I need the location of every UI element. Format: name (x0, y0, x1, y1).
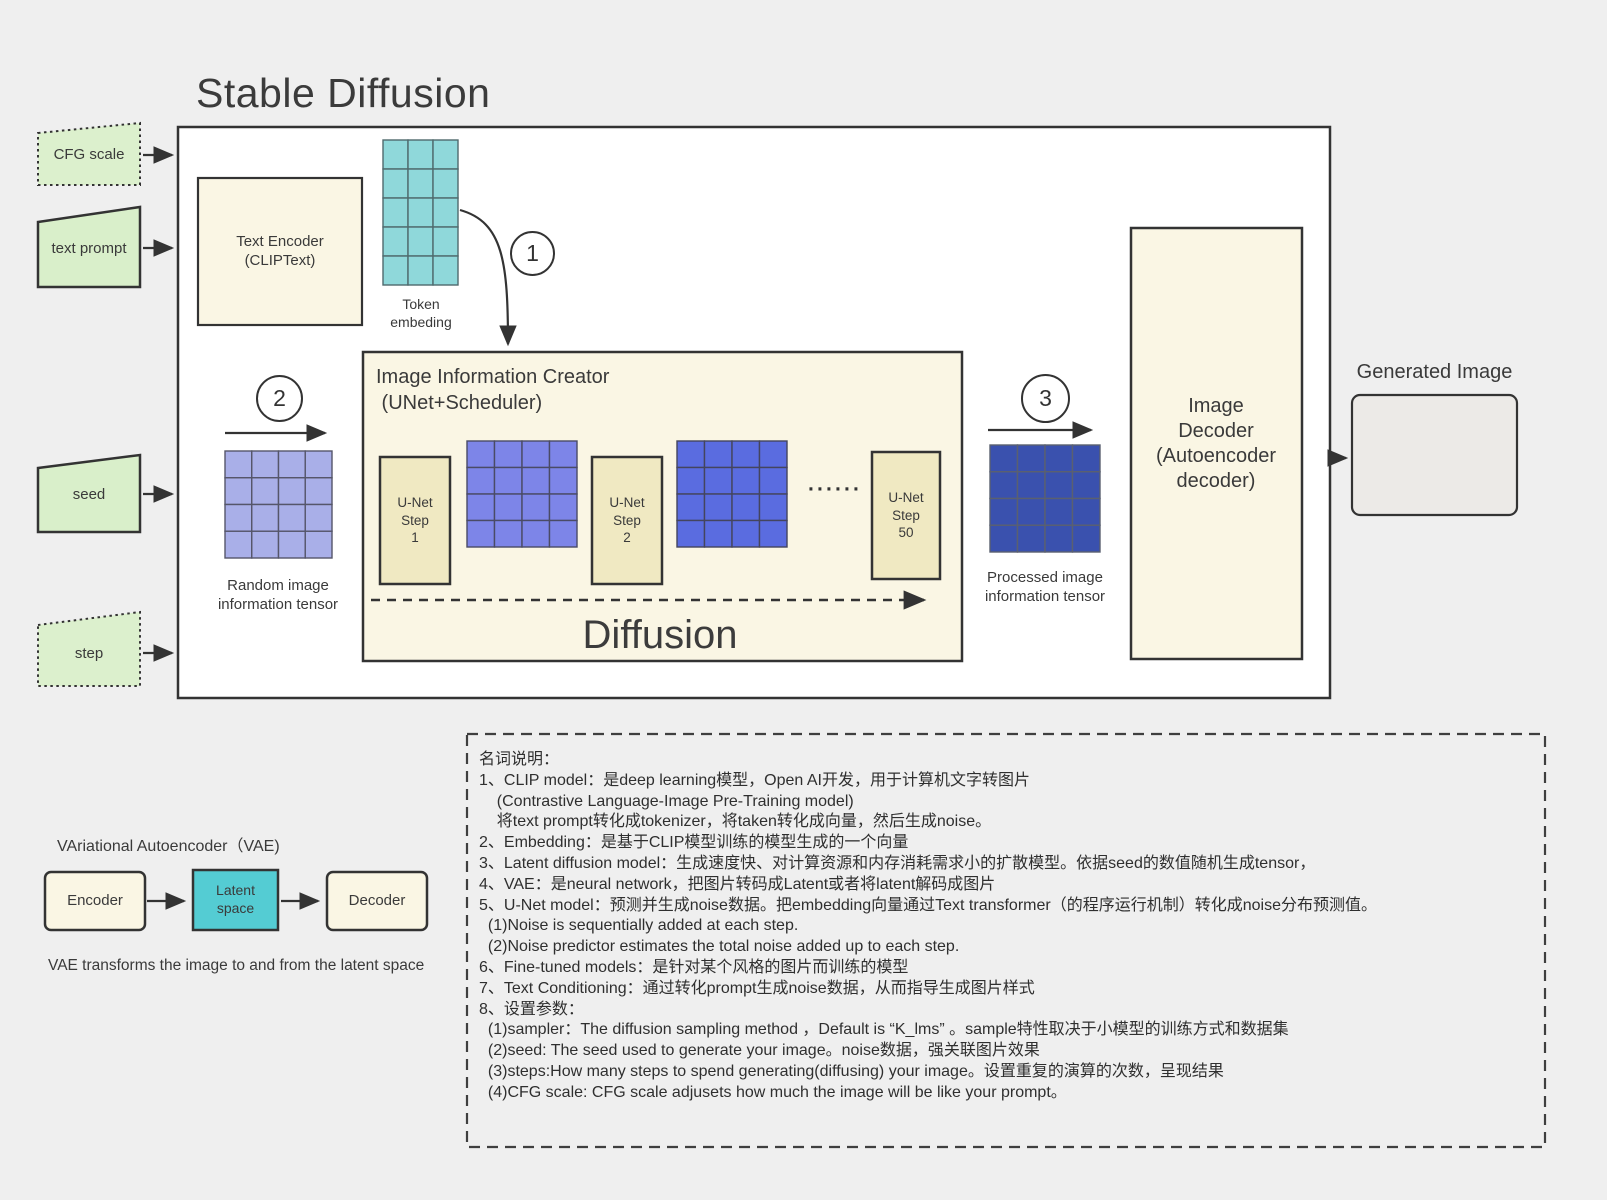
text-encoder-label: Text Encoder (CLIPText) (236, 233, 324, 269)
latent-grid-step1 (466, 440, 578, 548)
random-tensor-label: Random image information tensor (217, 577, 339, 613)
glossary-line: 8、设置参数： (479, 1000, 584, 1018)
processed-tensor-label: Processed image information tensor (984, 569, 1106, 605)
vae-title: VAriational Autoencoder（VAE) (57, 838, 280, 855)
glossary-line: 7、Text Conditioning：通过转化prompt生成noise数据，… (479, 979, 1035, 997)
cfg-scale-shape (37, 121, 141, 186)
unet-step-2-box (590, 455, 664, 586)
generated-image-label: Generated Image (1356, 361, 1513, 383)
vae-decoder-label: Decoder (348, 892, 406, 909)
step-badge-2: 2 (256, 375, 303, 422)
glossary-line: (1)sampler：The diffusion sampling method… (479, 1021, 1289, 1039)
glossary-line: 6、Fine-tuned models：是针对某个风格的图片而训练的模型 (479, 958, 909, 976)
glossary-line: 3、Latent diffusion model：生成速度快、对计算资源和内存消… (479, 854, 1316, 872)
glossary-line: 4、VAE：是neural network，把图片转码成Latent或者将lat… (479, 875, 996, 893)
glossary-line: (2)Noise predictor estimates the total n… (479, 938, 960, 956)
random-tensor-grid (224, 450, 333, 559)
vae-decoder-box (325, 870, 429, 932)
unet-step-2-label: U-Net Step 2 (609, 495, 645, 545)
glossary-line: (3)steps:How many steps to spend generat… (479, 1062, 1224, 1080)
step-shape (37, 610, 141, 687)
step-badge-1: 1 (510, 231, 555, 276)
token-to-iic-arrow (459, 208, 517, 347)
glossary-line: (Contrastive Language-Image Pre-Training… (479, 792, 854, 810)
glossary-line: (4)CFG scale: CFG scale adjusets how muc… (479, 1083, 1067, 1101)
input-label-seed: seed (72, 486, 106, 503)
vae-latent-label: Latent space (216, 882, 255, 916)
unet-step-1-label: U-Net Step 1 (397, 495, 433, 545)
step-badge-3: 3 (1021, 374, 1070, 423)
glossary-line: 2、Embedding：是基于CLIP模型训练的模型生成的一个向量 (479, 834, 909, 852)
vae-encoder-label: Encoder (67, 892, 123, 909)
vae-caption: VAE transforms the image to and from the… (48, 957, 425, 974)
text-encoder-box (196, 176, 364, 327)
diffusion-label: Diffusion (582, 613, 738, 657)
ellipsis-dots: ······ (808, 478, 862, 501)
page-title: Stable Diffusion (196, 70, 491, 116)
generated-image-box (1350, 393, 1519, 517)
vae-encoder-box (43, 870, 147, 932)
glossary-frame (465, 732, 1547, 1149)
image-decoder-label: Image Decoder (Autoencoder decoder) (1155, 395, 1277, 492)
unet-step-50-label: U-Net Step 50 (888, 490, 924, 540)
glossary-line: 名词说明： (479, 751, 560, 768)
glossary-line: (2)seed: The seed used to generate your … (479, 1042, 1040, 1060)
input-label-cfg-scale: CFG scale (53, 146, 125, 163)
vae-latent-box (191, 868, 280, 932)
processed-tensor-grid (989, 444, 1101, 553)
token-embedding-label: Token embeding (390, 296, 452, 330)
unet-step-1-box (378, 455, 452, 586)
unet-step-50-box (870, 450, 942, 581)
glossary-line: 将text prompt转化成tokenizer，将taken转化成向量，然后生… (479, 813, 992, 831)
input-label-text-prompt: text prompt (51, 240, 127, 257)
iic-title: Image Information Creator (UNet+Schedule… (376, 366, 610, 414)
latent-grid-step2 (676, 440, 788, 548)
image-decoder-box (1129, 226, 1304, 661)
token-embedding-grid (382, 139, 459, 286)
glossary-line: 1、CLIP model：是deep learning模型，Open AI开发，… (479, 771, 1030, 789)
seed-shape (36, 453, 142, 534)
glossary-text: 名词说明： 1、CLIP model：是deep learning模型，Open… (479, 750, 1535, 1104)
glossary-line: (1)Noise is sequentially added at each s… (479, 917, 799, 935)
input-label-step: step (74, 645, 104, 662)
text-prompt-shape (36, 205, 142, 289)
glossary-line: 5、U-Net model：预测并生成noise数据。把embedding向量通… (479, 896, 1377, 914)
